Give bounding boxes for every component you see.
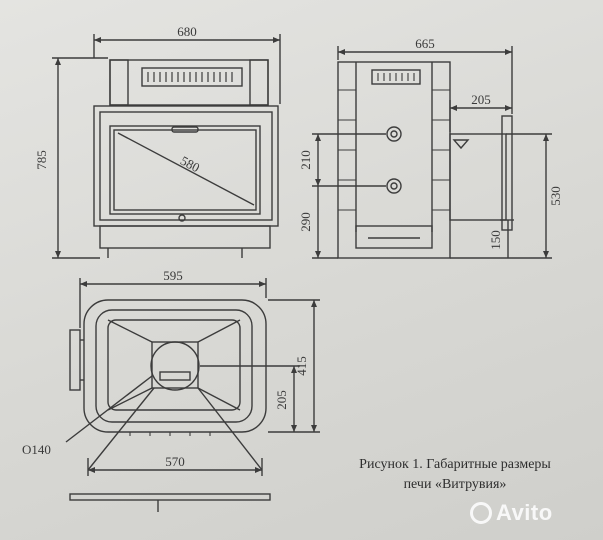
top-side-handle [69,329,81,391]
front-grille [141,67,243,87]
flue-diameter-label: O140 [22,442,51,457]
base-width-label: 570 [165,454,185,469]
tank-offset-label: 205 [471,92,491,107]
front-view [52,34,281,259]
arrowheads [55,37,549,473]
figure-caption: Рисунок 1. Габаритные размеры печи «Витр… [330,455,580,495]
front-base [99,225,271,249]
side-grille [371,69,421,85]
bottom-label: 150 [488,230,503,250]
side-tank [449,133,507,221]
flue-opening [150,341,200,391]
top-body-inner [107,319,241,411]
front-height-label: 785 [34,150,49,170]
avito-watermark: Avito [496,500,553,525]
top-depth-label: 415 [294,356,309,376]
side-body [337,61,451,259]
grille-slots [147,72,233,82]
lower-fitting [386,178,402,194]
glass-diagonal-line [117,132,255,206]
ash-drawer [355,225,433,249]
upper-fitting [386,126,402,142]
flue-offset-label: 205 [274,390,289,410]
flue-diameter-leader [65,375,153,443]
caption-line-1: Рисунок 1. Габаритные размеры [359,457,551,472]
door-knob [178,214,186,222]
front-top-frame [109,59,269,106]
top-view [65,278,320,512]
top-width-label: 595 [163,268,183,283]
avito-logo-icon [470,502,492,524]
floor-plate [69,493,271,501]
side-brick-pattern [338,89,450,211]
tank-end-plate [501,115,513,231]
glass-diagonal-label: 580 [178,153,202,175]
front-width-label: 680 [177,24,197,39]
front-door-glass [109,125,261,215]
tank-height-label: 530 [548,186,563,206]
lower-height-label: 290 [298,212,313,232]
door-handle [171,126,199,133]
upper-spacing-label: 210 [298,150,313,170]
side-view [312,46,552,259]
caption-line-2: печи «Витрувия» [403,477,507,492]
side-depth-label: 665 [415,36,435,51]
